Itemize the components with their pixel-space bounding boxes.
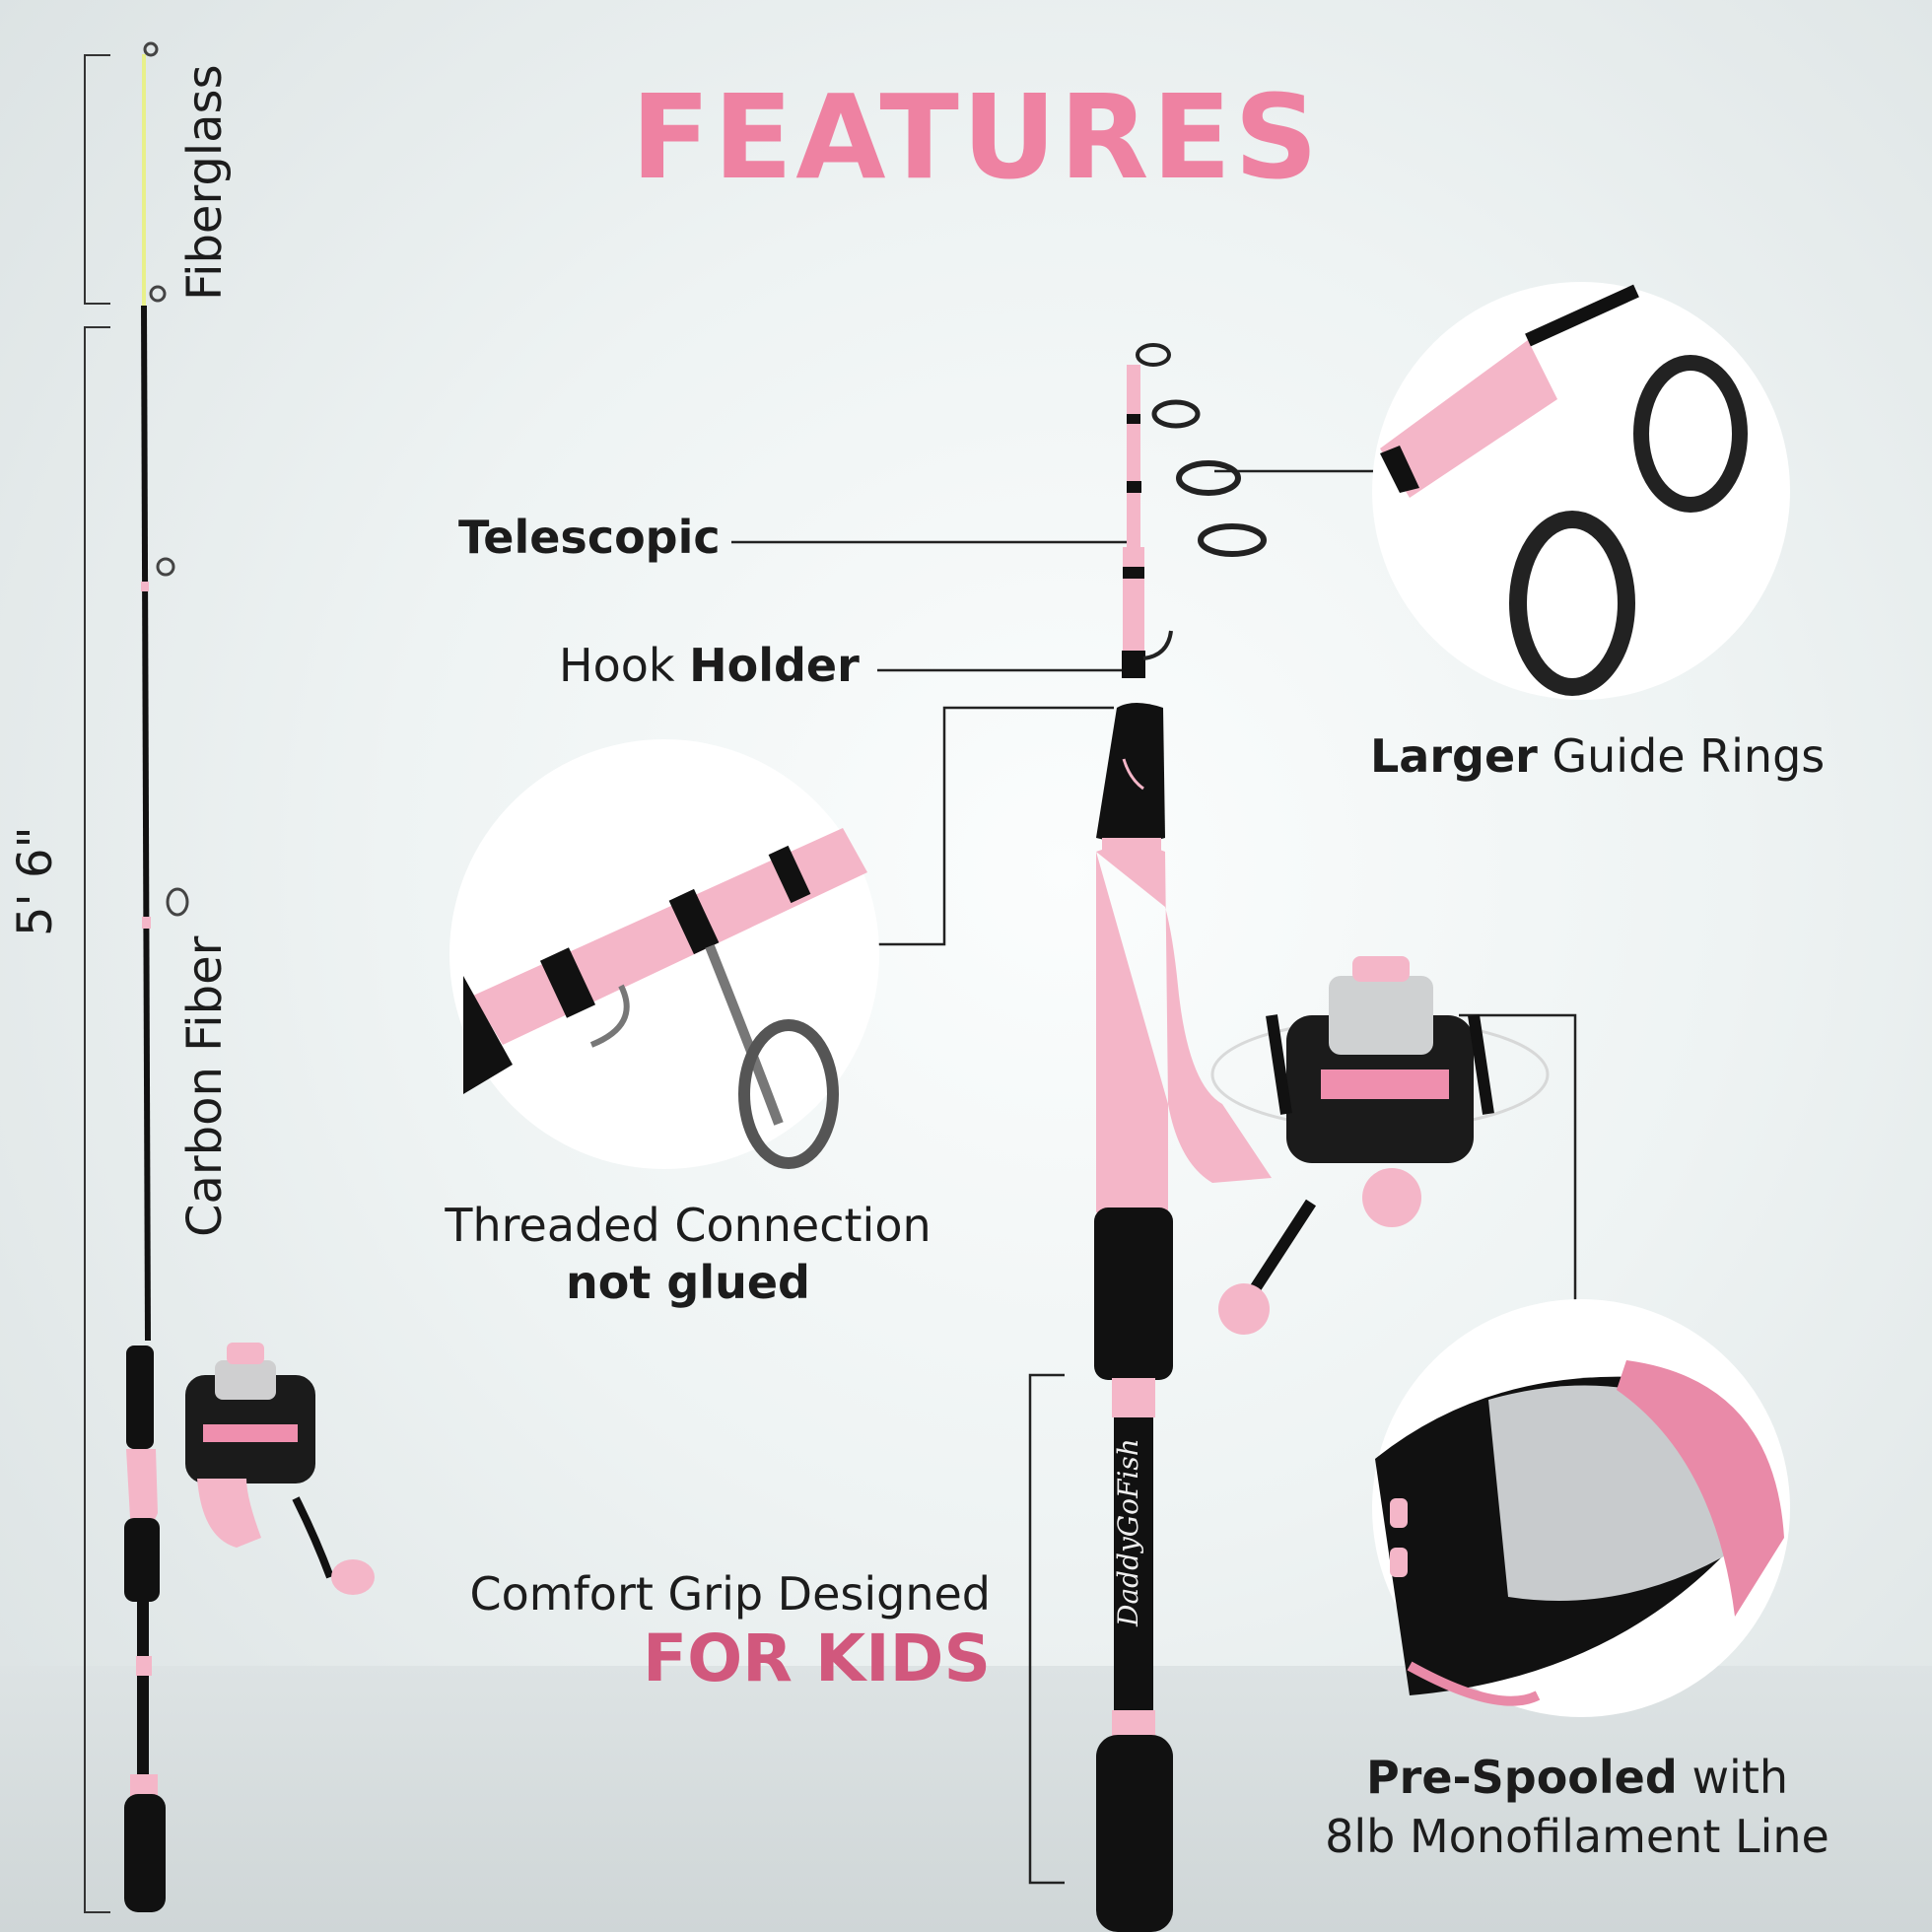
total-length-bracket (84, 326, 110, 1913)
hook-holder-bold: Holder (689, 639, 860, 692)
guide-rings-light: Guide Rings (1552, 729, 1826, 783)
hook-holder-label: Hook Holder (559, 639, 860, 692)
page-title: FEATURES (631, 69, 1322, 205)
guide-rings-bold: Larger (1370, 729, 1538, 783)
spool-bold: Pre-Spooled (1365, 1751, 1678, 1804)
fiberglass-label: Fiberglass (177, 64, 233, 301)
total-length-label: 5' 6" (8, 826, 63, 936)
pre-spooled-label: Pre-Spooled with 8lb Monofilament Line (1311, 1751, 1843, 1863)
guide-rings-label: Larger Guide Rings (1370, 729, 1825, 783)
telescopic-label: Telescopic (458, 511, 721, 564)
grip-line-1: Comfort Grip Designed (469, 1567, 991, 1621)
threaded-connection-label: Threaded Connection not glued (427, 1199, 949, 1309)
spool-zoom (1372, 1299, 1790, 1717)
threaded-line-1: Threaded Connection (445, 1199, 932, 1252)
callout-lines (731, 469, 1577, 1885)
hook-holder-light: Hook (559, 639, 675, 692)
brand-on-handle: DaddyGoFish (1112, 1438, 1144, 1626)
grip-line-2: FOR KIDS (642, 1621, 991, 1696)
spool-line-2: 8lb Monofilament Line (1325, 1810, 1829, 1863)
threaded-line-2: not glued (566, 1256, 810, 1309)
threaded-connection-zoom (449, 739, 879, 1169)
full-rod-left (124, 41, 375, 1912)
carbon-fiber-label: Carbon Fiber (177, 935, 233, 1237)
telescopic-rod-main (1094, 343, 1550, 1932)
guide-rings-zoom (1372, 282, 1790, 700)
comfort-grip-label: Comfort Grip Designed FOR KIDS (434, 1567, 991, 1696)
fiberglass-bracket (84, 54, 110, 305)
spool-light: with (1691, 1751, 1789, 1804)
